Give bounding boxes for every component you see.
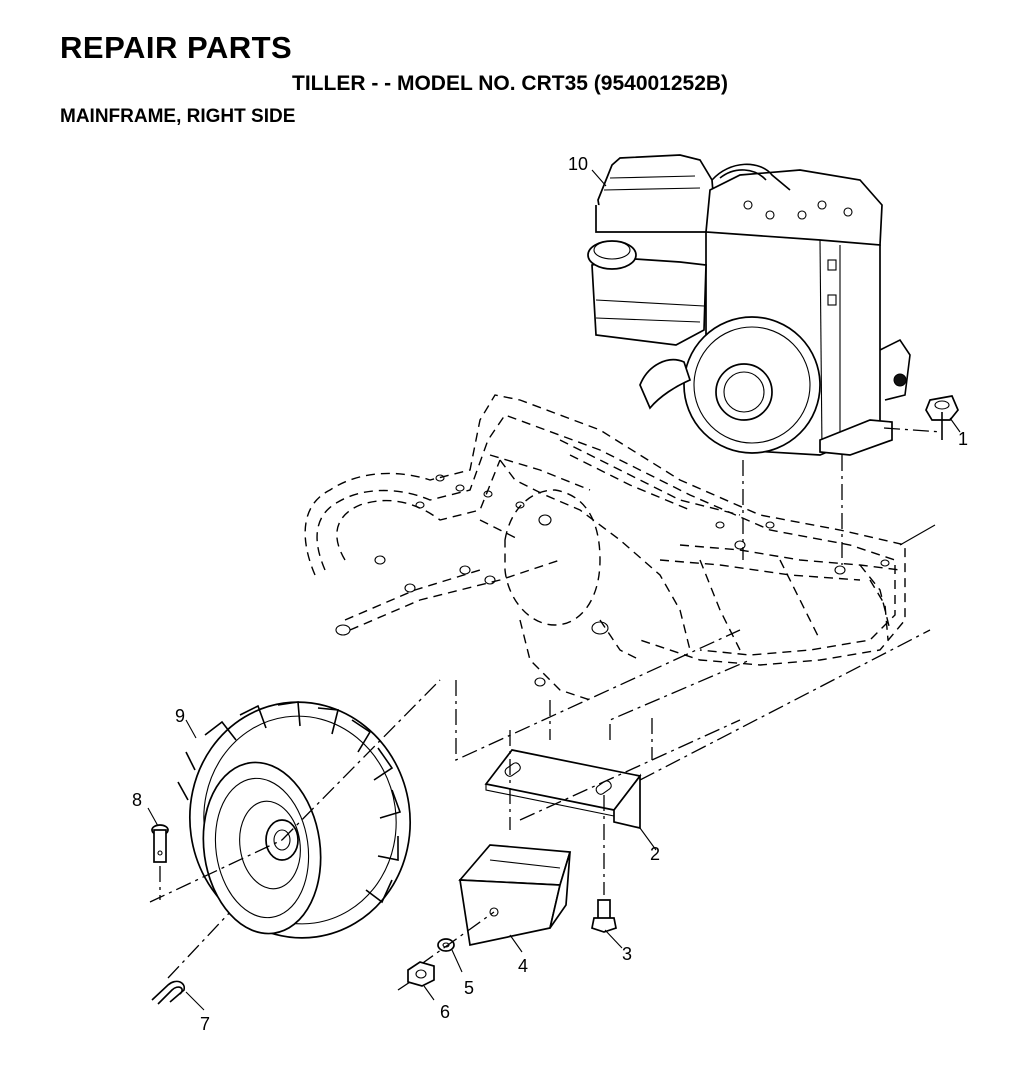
nut-part-6 [397, 961, 435, 1001]
callout-labels: 1 2 3 4 5 6 7 8 9 10 [132, 154, 968, 1034]
bolt-part-3 [591, 795, 623, 949]
section-heading: MAINFRAME, RIGHT SIDE [60, 106, 296, 127]
callout-1: 1 [958, 429, 968, 449]
frame-centerlines [455, 524, 936, 830]
callout-6: 6 [440, 1002, 450, 1022]
engine-part-10 [587, 154, 911, 456]
callout-4: 4 [518, 956, 528, 976]
callout-7: 7 [200, 1014, 210, 1034]
callout-3: 3 [622, 944, 632, 964]
callout-10-leader [591, 169, 607, 187]
callout-2: 2 [650, 844, 660, 864]
page-title: REPAIR PARTS [60, 30, 293, 65]
model-subtitle: TILLER - - MODEL NO. CRT35 (954001252B) [292, 72, 729, 95]
callout-8: 8 [132, 790, 142, 810]
callout-5: 5 [464, 978, 474, 998]
hairpin-clip-part-7 [151, 909, 233, 1011]
weight-part-4 [458, 844, 572, 953]
mainframe-outline [304, 394, 906, 701]
clevis-pin-part-8 [147, 807, 169, 900]
locknut-part-1 [883, 395, 961, 440]
callout-9: 9 [175, 706, 185, 726]
bracket-part-2 [484, 749, 657, 851]
lockwasher-part-5 [419, 911, 495, 973]
wheel-tire-part-9 [149, 679, 441, 939]
callout-10: 10 [568, 154, 588, 174]
engine-mount-centerlines [742, 455, 843, 565]
